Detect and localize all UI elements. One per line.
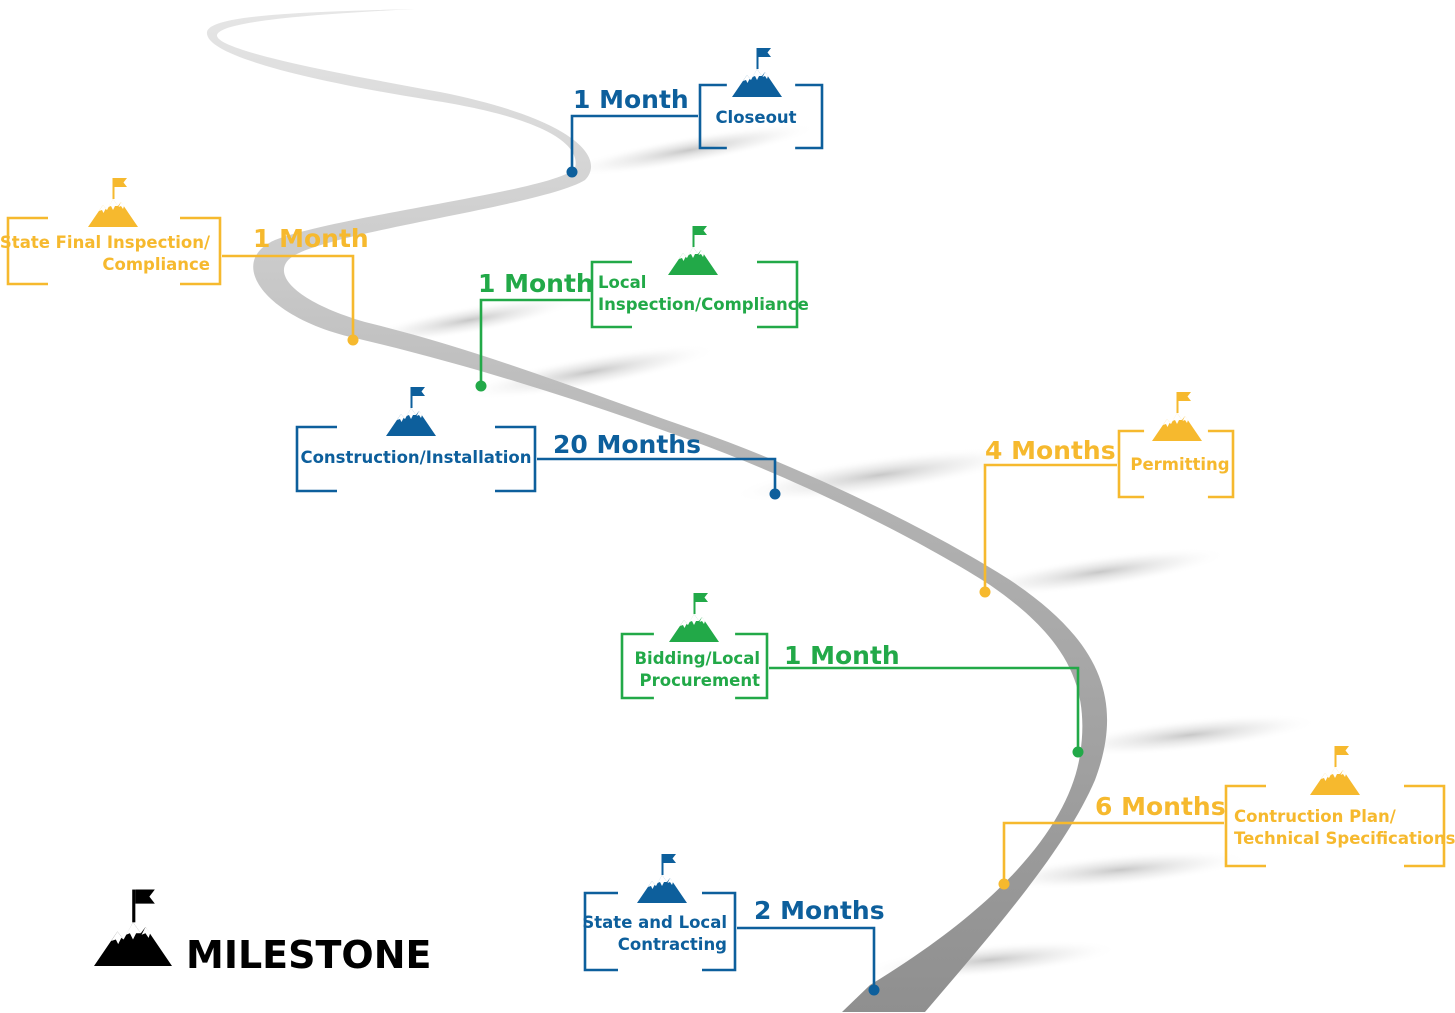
- road-shadows: [361, 123, 1320, 980]
- mountain-flag-icon: [94, 889, 172, 966]
- connector-construction-plan: [1002, 821, 1224, 884]
- mountain-flag-icon: [669, 593, 719, 642]
- duration-label: 1 Month: [573, 85, 689, 114]
- road-point-local-inspection: [475, 380, 487, 392]
- box-left-bracket: [698, 83, 727, 150]
- milestone-label: Procurement: [640, 671, 761, 690]
- road-point-permitting: [979, 586, 991, 598]
- milestone-construction: Construction/Installation 20 Months: [295, 387, 701, 493]
- milestone-permitting: Permitting 4 Months: [985, 392, 1235, 499]
- road-shadow: [1060, 714, 1320, 756]
- legend-label: MILESTONE: [186, 933, 431, 977]
- road-point-contracting: [868, 984, 880, 996]
- duration-label: 1 Month: [784, 641, 900, 670]
- milestone-label: State Final Inspection/: [0, 233, 211, 252]
- connectors: [222, 114, 1224, 996]
- box-right-bracket: [1404, 784, 1446, 868]
- connector-local-inspection: [479, 298, 590, 386]
- mountain-flag-icon: [1152, 392, 1202, 441]
- road-point-closeout: [566, 166, 578, 178]
- box-right-bracket: [180, 216, 222, 286]
- connector-state-final: [222, 254, 355, 340]
- box-right-bracket: [735, 632, 769, 700]
- mountain-flag-icon: [732, 48, 782, 97]
- duration-label: 6 Months: [1095, 792, 1226, 821]
- mountain-flag-icon: [386, 387, 436, 436]
- legend: MILESTONE: [94, 889, 431, 977]
- milestone-label: State and Local: [582, 913, 727, 932]
- box-left-bracket: [6, 216, 48, 286]
- connector-contracting: [737, 926, 876, 990]
- road-point-construction: [769, 488, 781, 500]
- milestone-label: Compliance: [102, 255, 210, 274]
- milestone-label: Closeout: [715, 108, 796, 127]
- connector-bidding: [769, 666, 1080, 752]
- mountain-flag-icon: [668, 226, 718, 275]
- box-left-bracket: [583, 891, 618, 972]
- box-left-bracket: [295, 425, 337, 493]
- duration-label: 1 Month: [253, 224, 369, 253]
- road-shadow: [361, 296, 579, 344]
- duration-label: 2 Months: [754, 896, 885, 925]
- road-shadow: [561, 123, 819, 177]
- milestone-label: Local: [598, 273, 646, 292]
- road-shadow: [971, 547, 1229, 597]
- milestone-state-final: State Final Inspection/Compliance 1 Month: [0, 178, 369, 286]
- box-left-bracket: [590, 260, 632, 329]
- duration-label: 1 Month: [478, 269, 594, 298]
- box-right-bracket: [1207, 429, 1235, 499]
- mountain-flag-icon: [88, 178, 138, 227]
- box-right-bracket: [495, 425, 537, 493]
- milestone-label: Construction/Installation: [300, 448, 531, 467]
- box-right-bracket: [702, 891, 737, 972]
- milestone-label: Technical Specifications: [1234, 829, 1455, 848]
- box-right-bracket: [795, 83, 824, 150]
- road-shadow: [990, 850, 1250, 890]
- duration-label: 20 Months: [553, 430, 701, 459]
- connector-permitting: [983, 463, 1117, 592]
- box-right-bracket: [757, 260, 799, 329]
- box-left-bracket: [1117, 429, 1145, 499]
- milestone-label: Contruction Plan/: [1234, 807, 1397, 826]
- milestone-label: Bidding/Local: [634, 649, 760, 668]
- milestone-closeout: Closeout 1 Month: [573, 48, 824, 150]
- mountain-flag-icon: [637, 854, 687, 903]
- milestone-label: Permitting: [1130, 455, 1229, 474]
- box-left-bracket: [1224, 784, 1266, 868]
- milestone-label: Inspection/Compliance: [598, 295, 809, 314]
- road-shadow: [461, 344, 719, 400]
- box-left-bracket: [620, 632, 654, 700]
- road-shadow: [731, 447, 1029, 503]
- connector-closeout: [570, 114, 698, 172]
- road-point-state-final: [347, 334, 359, 346]
- duration-label: 4 Months: [985, 436, 1116, 465]
- milestone-construction-plan: Contruction Plan/Technical Specification…: [1095, 746, 1455, 868]
- connector-construction: [537, 457, 777, 494]
- road-point-bidding: [1072, 746, 1084, 758]
- mountain-flag-icon: [1310, 746, 1360, 795]
- milestone-label: Contracting: [618, 935, 727, 954]
- road-point-construction-plan: [998, 878, 1010, 890]
